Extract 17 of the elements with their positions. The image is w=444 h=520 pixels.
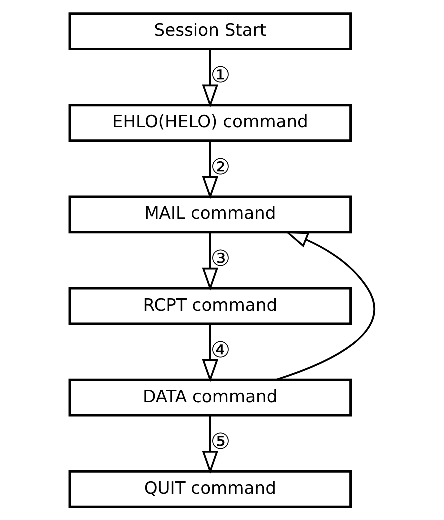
arrow bbox=[202, 415, 218, 474]
arrow bbox=[276, 230, 375, 380]
edge-label: ③ bbox=[210, 246, 230, 272]
arrow bbox=[202, 49, 218, 108]
edge-label: ① bbox=[210, 63, 230, 88]
node-box: RCPT command bbox=[68, 286, 352, 325]
edge-label: ⑤ bbox=[210, 430, 230, 455]
arrow bbox=[202, 232, 218, 291]
edge-label: ② bbox=[210, 154, 230, 180]
node-box: EHLO(HELO) command bbox=[68, 104, 352, 142]
node-box: MAIL command bbox=[68, 195, 352, 234]
arrow bbox=[202, 140, 218, 200]
edge-label: ④ bbox=[210, 338, 230, 363]
node-box: DATA command bbox=[68, 378, 352, 416]
node-box: Session Start bbox=[68, 12, 352, 50]
arrow bbox=[202, 324, 218, 382]
node-box: QUIT command bbox=[68, 470, 352, 508]
